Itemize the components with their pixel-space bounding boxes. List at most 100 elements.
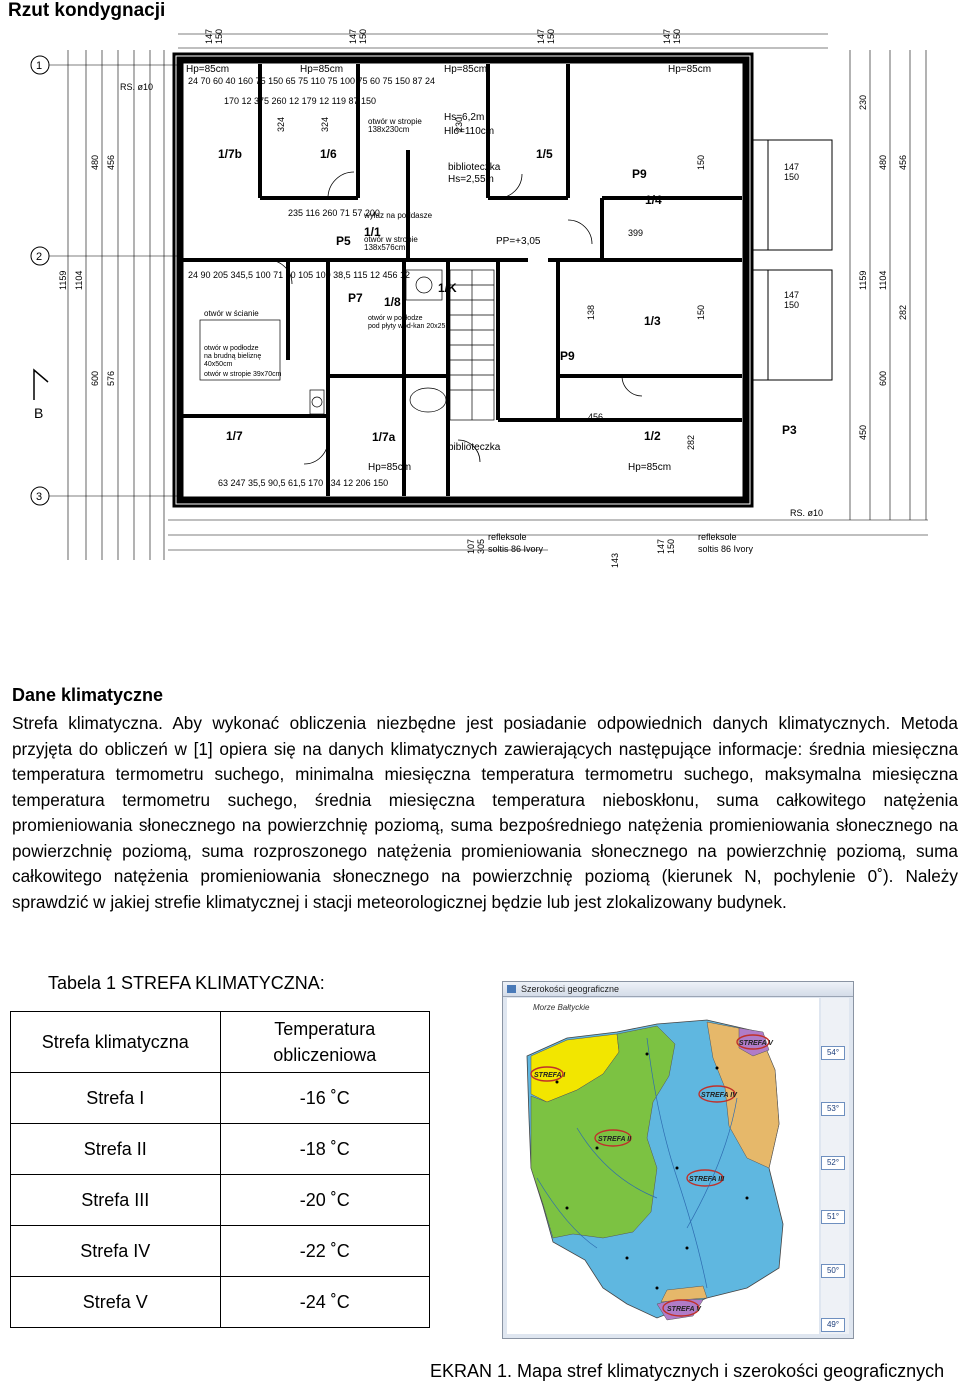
- svg-text:P9: P9: [560, 349, 575, 363]
- svg-text:147: 147: [536, 29, 546, 44]
- svg-text:107: 107: [466, 539, 476, 554]
- svg-text:282: 282: [898, 305, 908, 320]
- zone-4-label: STREFA IV: [701, 1092, 738, 1099]
- svg-text:otwór w stropie 39x70cm: otwór w stropie 39x70cm: [204, 371, 282, 378]
- svg-text:282: 282: [686, 435, 696, 450]
- svg-text:soltis 86 Ivory: soltis 86 Ivory: [488, 544, 544, 554]
- svg-text:1159: 1159: [58, 271, 68, 290]
- table-caption: Tabela 1 STREFA KLIMATYCZNA:: [48, 973, 325, 993]
- svg-text:138x576cm: 138x576cm: [364, 243, 406, 252]
- svg-text:1/7b: 1/7b: [218, 147, 242, 161]
- svg-text:24 70 60 40 160 75 150: 24 70 60 40 160 75 150 65 75 110 75 100 …: [188, 76, 435, 86]
- svg-text:480: 480: [878, 155, 888, 170]
- svg-text:P7: P7: [348, 291, 363, 305]
- svg-text:147: 147: [656, 539, 666, 554]
- zone-3-label: STREFA III: [689, 1176, 725, 1183]
- svg-text:soltis 86 Ivory: soltis 86 Ivory: [698, 544, 754, 554]
- svg-text:143: 143: [610, 553, 620, 568]
- svg-text:1/3: 1/3: [644, 314, 661, 328]
- svg-text:P9: P9: [632, 167, 647, 181]
- table-header-row: Strefa klimatyczna Temperatura obliczeni…: [10, 1011, 430, 1073]
- table-cell-zone: Strefa V: [10, 1276, 221, 1328]
- zone-2-label: STREFA II: [598, 1136, 632, 1143]
- svg-text:1/4: 1/4: [645, 193, 662, 207]
- latitude-label: 49°: [821, 1318, 845, 1332]
- latitude-label: 51°: [821, 1210, 845, 1224]
- svg-text:Hp=85cm: Hp=85cm: [628, 462, 671, 473]
- svg-text:1/7a: 1/7a: [372, 430, 396, 444]
- svg-text:150: 150: [784, 172, 799, 182]
- svg-text:1/1: 1/1: [364, 225, 381, 239]
- svg-text:otwór w podłodze: otwór w podłodze: [368, 315, 423, 322]
- svg-text:324: 324: [276, 117, 286, 132]
- svg-text:150: 150: [358, 29, 368, 44]
- svg-text:324: 324: [320, 117, 330, 132]
- svg-text:RS. ø10: RS. ø10: [120, 82, 153, 92]
- climate-zone-map: Morze Bałtyckie STREFA I STREFA II STREF…: [507, 998, 819, 1334]
- svg-text:1/2: 1/2: [644, 429, 661, 443]
- svg-text:2: 2: [36, 251, 42, 263]
- svg-text:B: B: [34, 405, 43, 421]
- svg-text:63 247 35,5 90,5 61,5: 63 247 35,5 90,5 61,5 170 134 12 206 150: [218, 478, 388, 488]
- table-cell-zone: Strefa III: [10, 1174, 221, 1226]
- svg-text:150: 150: [696, 155, 706, 170]
- zone-1-label: STREFA I: [534, 1072, 566, 1079]
- zone-4-south-area: [660, 1285, 708, 1303]
- svg-text:1: 1: [36, 60, 42, 72]
- svg-text:RS. ø10: RS. ø10: [790, 508, 823, 518]
- svg-text:refleksole: refleksole: [698, 532, 737, 542]
- svg-text:biblioteczka: biblioteczka: [448, 162, 501, 173]
- svg-text:na brudną bieliznę: na brudną bieliznę: [204, 353, 261, 360]
- page-heading: Rzut kondygnacji: [8, 0, 166, 21]
- latitude-label: 54°: [821, 1046, 845, 1060]
- latitude-label: 50°: [821, 1264, 845, 1278]
- svg-text:147: 147: [662, 29, 672, 44]
- svg-text:P3: P3: [782, 423, 797, 437]
- section-title-climate: Dane klimatyczne: [12, 685, 164, 705]
- svg-text:Hs=2,55m: Hs=2,55m: [448, 174, 494, 185]
- table-cell-zone: Strefa II: [10, 1123, 221, 1175]
- svg-text:1/8: 1/8: [384, 295, 401, 309]
- svg-text:P5: P5: [336, 234, 351, 248]
- svg-text:1104: 1104: [74, 271, 84, 290]
- svg-text:150: 150: [672, 29, 682, 44]
- sea-label: Morze Bałtyckie: [533, 1003, 590, 1012]
- latitude-label: 52°: [821, 1156, 845, 1170]
- latitude-panel: 54° 53° 52° 51° 50° 49°: [821, 998, 849, 1334]
- svg-text:230: 230: [858, 95, 868, 110]
- svg-text:399: 399: [628, 228, 643, 238]
- svg-text:1/7: 1/7: [226, 429, 243, 443]
- table-cell-temperature: -20 ˚C: [219, 1174, 430, 1226]
- table-cell-temperature: -22 ˚C: [219, 1225, 430, 1277]
- table-cell-temperature: -16 ˚C: [219, 1072, 430, 1124]
- table-cell-zone: Strefa IV: [10, 1225, 221, 1277]
- table-cell-zone: Strefa I: [10, 1072, 221, 1124]
- svg-text:1/K: 1/K: [438, 281, 457, 295]
- table-row: Strefa II -18 ˚C: [10, 1123, 430, 1175]
- svg-text:147: 147: [784, 162, 799, 172]
- svg-text:456: 456: [898, 155, 908, 170]
- zone-5-south-label: STREFA V: [667, 1306, 702, 1313]
- svg-text:Hs=6,2m: Hs=6,2m: [444, 112, 484, 123]
- svg-text:24 90 205 345,5 100 71 9: 24 90 205 345,5 100 71 90 105 100 38,5 1…: [188, 270, 410, 280]
- floor-plan-drawing: 1/7b 1/6 1/5 P9 1/4 1/1 P5 1/K P7 1/8 1/…: [30, 29, 928, 568]
- table-cell-temperature: -18 ˚C: [219, 1123, 430, 1175]
- map-window-title: Szerokości geograficzne: [521, 984, 620, 994]
- map-caption: EKRAN 1. Mapa stref klimatycznych i szer…: [430, 1361, 945, 1381]
- svg-text:150: 150: [696, 305, 706, 320]
- svg-text:Hp=85cm: Hp=85cm: [668, 64, 711, 75]
- svg-text:Hp=85cm: Hp=85cm: [186, 64, 229, 75]
- climate-paragraph: Strefa klimatyczna. Aby wykonać obliczen…: [12, 713, 958, 912]
- svg-text:1159: 1159: [858, 271, 868, 290]
- svg-text:147: 147: [784, 290, 799, 300]
- svg-text:pod płyty wod-kan 20x25: pod płyty wod-kan 20x25: [368, 323, 446, 330]
- svg-text:305: 305: [476, 539, 486, 554]
- svg-text:1104: 1104: [878, 271, 888, 290]
- svg-text:1/5: 1/5: [536, 147, 553, 161]
- table-cell-temperature: -24 ˚C: [219, 1276, 430, 1328]
- svg-text:170 12 375 260 12: 170 12 375 260 12 179 12 119 87 150: [224, 96, 376, 106]
- svg-text:450: 450: [858, 425, 868, 440]
- svg-text:576: 576: [106, 371, 116, 386]
- svg-text:wyłaz na poddasze: wyłaz na poddasze: [363, 211, 433, 220]
- svg-text:Hlo=110cm: Hlo=110cm: [444, 126, 494, 137]
